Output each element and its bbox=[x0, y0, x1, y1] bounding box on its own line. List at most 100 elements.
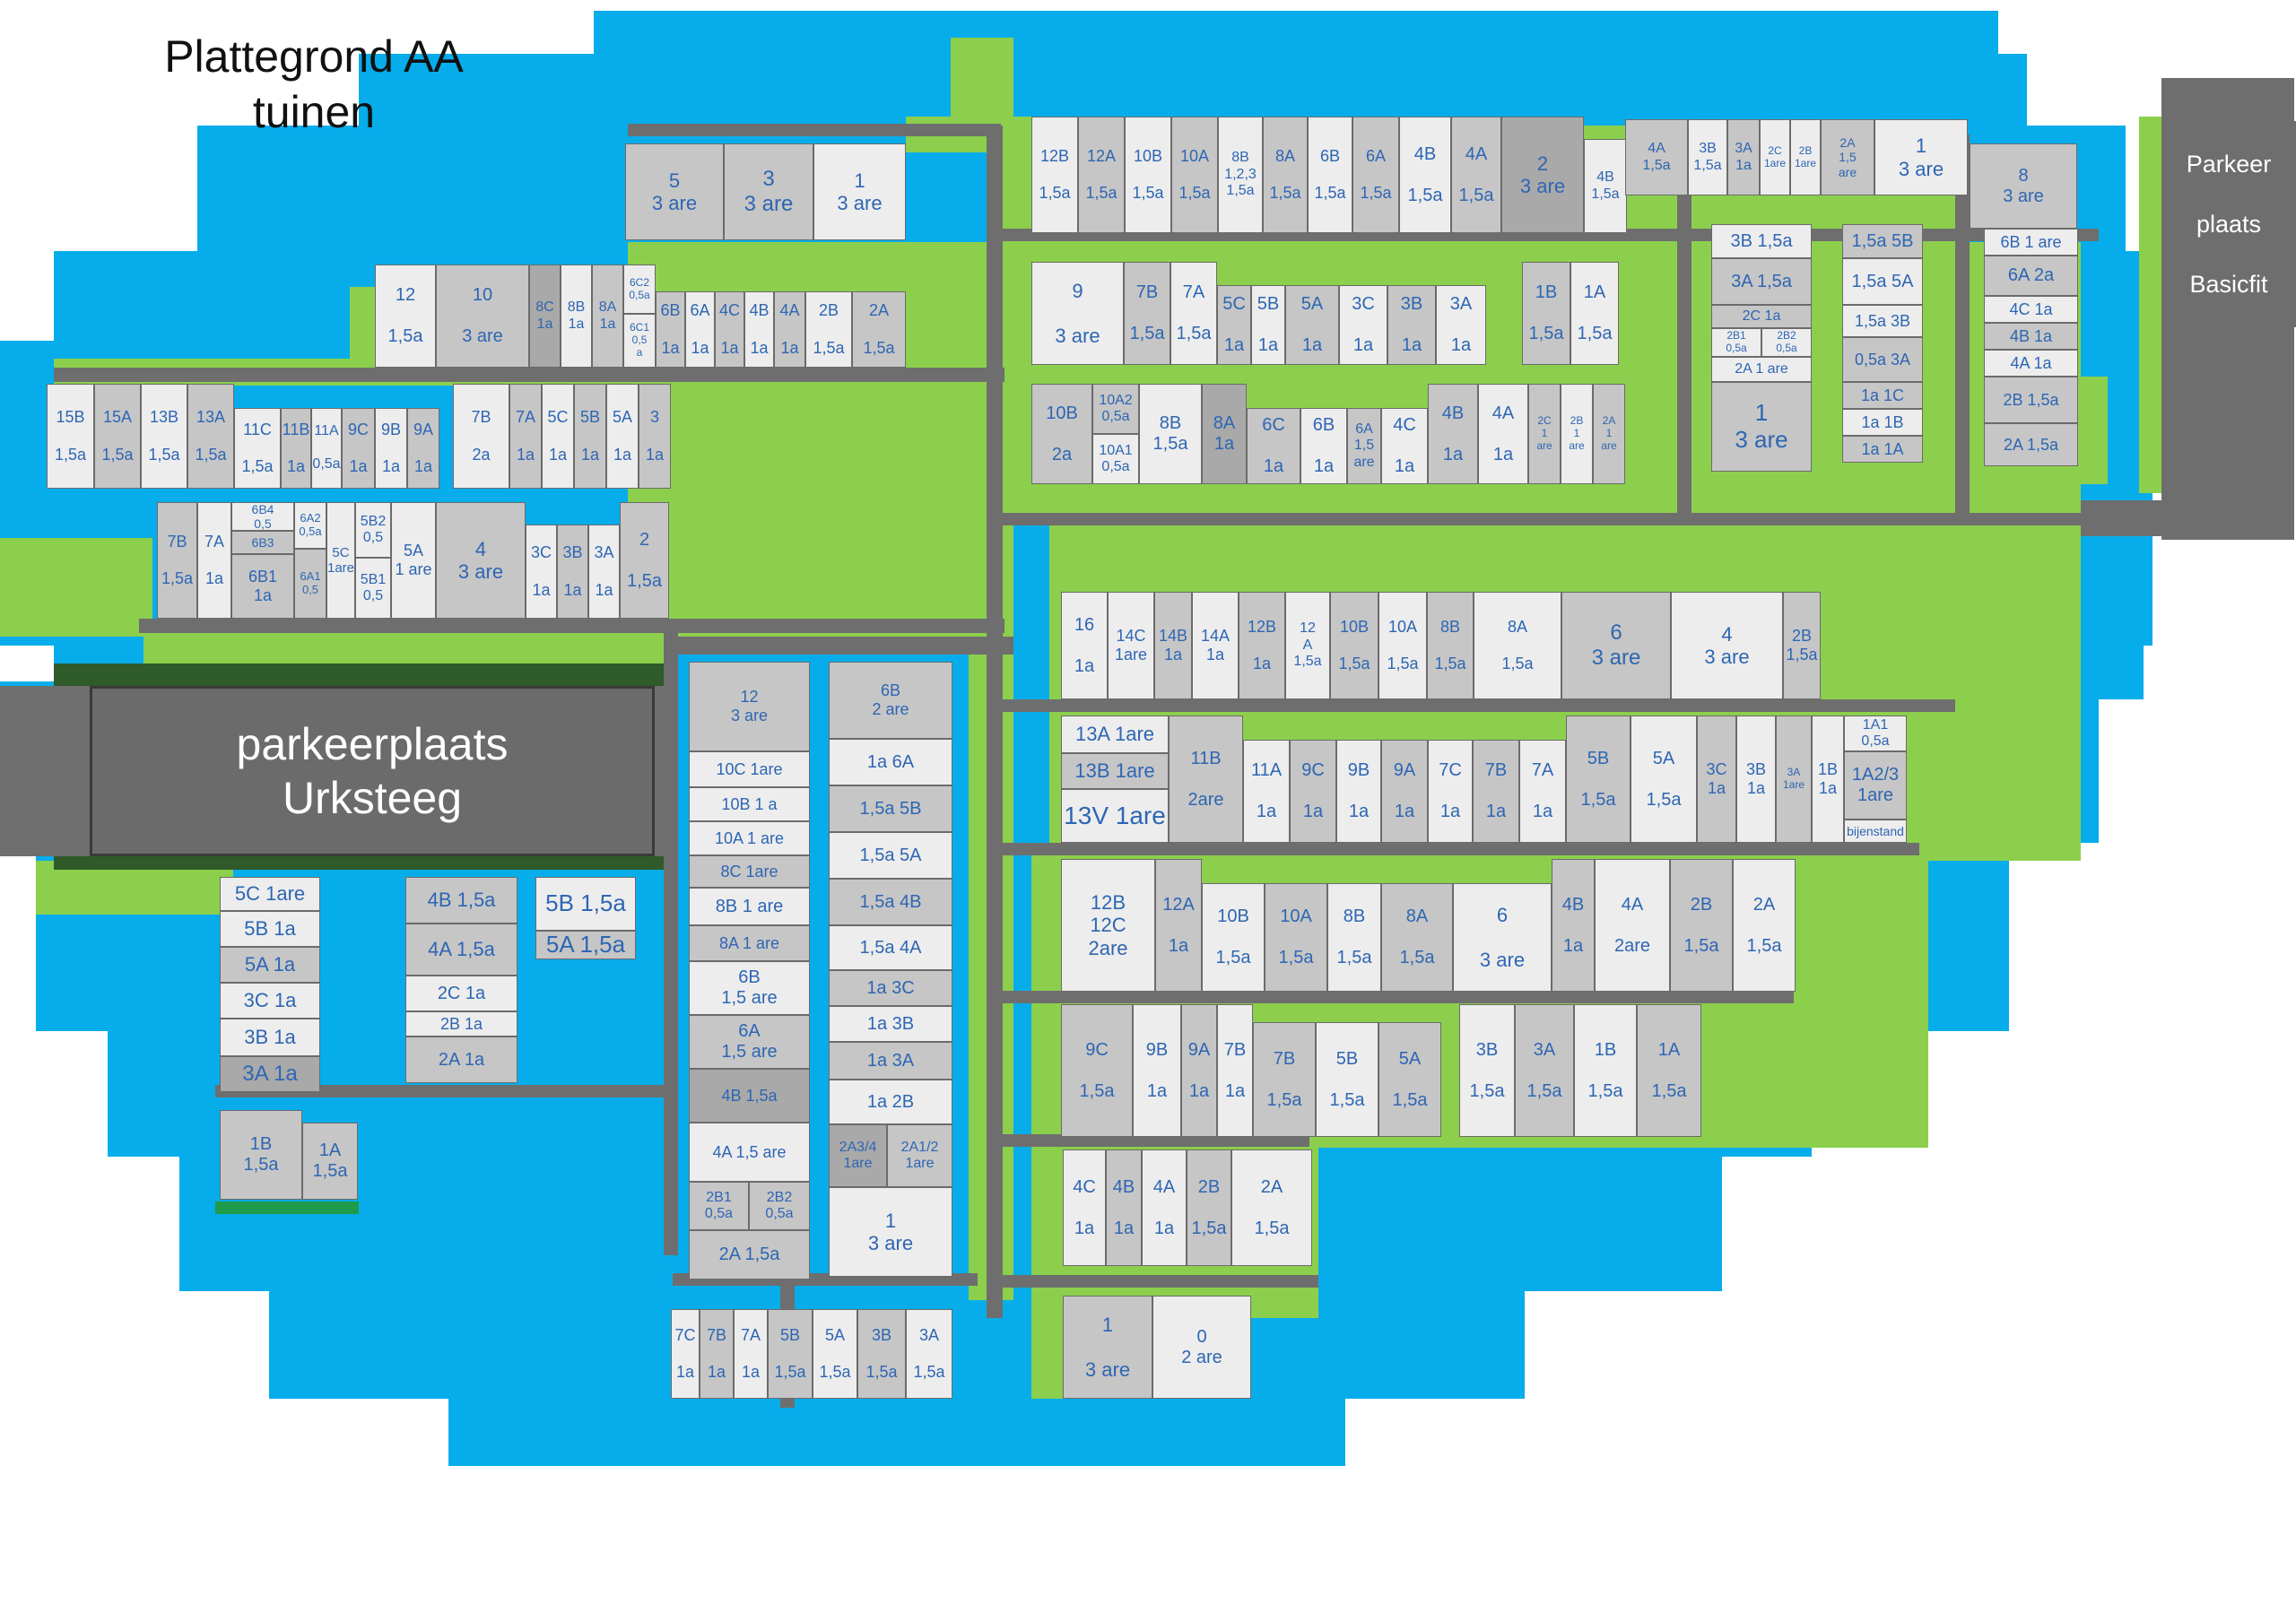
plot[interactable]: 2B 1,5a bbox=[1670, 859, 1733, 992]
plot[interactable]: 4C 1a bbox=[1984, 296, 2078, 323]
plot[interactable]: 12A 1a bbox=[1155, 859, 1202, 992]
plot[interactable]: 6B 1a bbox=[656, 291, 685, 368]
plot[interactable]: 2C 1a bbox=[1711, 305, 1812, 328]
plot[interactable]: 1,5a 3B bbox=[1842, 305, 1923, 337]
plot[interactable]: 10A2 0,5a bbox=[1092, 384, 1139, 434]
plot[interactable]: 3B 1,5a bbox=[1688, 119, 1727, 195]
plot[interactable]: 2 3 are bbox=[1501, 117, 1584, 233]
plot[interactable]: 5A 1a bbox=[606, 384, 639, 489]
plot[interactable]: 2A 1,5a bbox=[1231, 1149, 1312, 1266]
plot[interactable]: 1a 1C bbox=[1842, 382, 1923, 409]
plot[interactable]: 1a 3A bbox=[829, 1042, 952, 1080]
plot[interactable]: 6A 1,5 are bbox=[1347, 408, 1381, 484]
plot[interactable]: 4A 1a bbox=[1984, 350, 2078, 377]
plot[interactable]: 8B 1,5a bbox=[1139, 384, 1202, 484]
plot[interactable]: 5A 1 are bbox=[391, 502, 436, 619]
plot[interactable]: 7A 1a bbox=[1519, 740, 1566, 843]
plot[interactable]: 3B 1a bbox=[557, 525, 588, 619]
plot[interactable]: 3C 1a bbox=[1697, 716, 1736, 843]
plot[interactable]: 5C 1a bbox=[542, 384, 574, 489]
plot[interactable]: 4A 2are bbox=[1595, 859, 1670, 992]
plot[interactable]: 10B 1,5a bbox=[1330, 592, 1378, 699]
plot[interactable]: 2B 1,5a bbox=[1984, 377, 2078, 423]
plot[interactable]: 1 3 are bbox=[1711, 382, 1812, 472]
plot[interactable]: 12 A 1,5a bbox=[1285, 592, 1330, 699]
plot[interactable]: 2A3/4 1are bbox=[829, 1124, 887, 1187]
plot[interactable]: 5A 1a bbox=[220, 947, 320, 983]
plot[interactable]: 11B 1a bbox=[281, 408, 311, 489]
plot[interactable]: 7B 1a bbox=[1473, 740, 1519, 843]
plot[interactable]: 6B 1,5a bbox=[1308, 117, 1352, 233]
plot[interactable]: 3A 1a bbox=[1727, 119, 1760, 195]
plot[interactable]: 7C 1a bbox=[671, 1309, 700, 1399]
plot[interactable]: 1a 1A bbox=[1842, 436, 1923, 463]
plot[interactable]: 2A 1 are bbox=[1593, 384, 1625, 484]
plot[interactable]: 15A 1,5a bbox=[94, 384, 141, 489]
plot[interactable]: 5A 1,5a bbox=[535, 931, 636, 959]
plot[interactable]: 9C 1,5a bbox=[1061, 1004, 1133, 1137]
plot[interactable]: 2C 1a bbox=[405, 976, 517, 1011]
plot[interactable]: 5A 1,5a bbox=[1378, 1022, 1441, 1137]
plot[interactable]: 8 3 are bbox=[1970, 143, 2077, 229]
plot[interactable]: 12B 1a bbox=[1239, 592, 1285, 699]
plot[interactable]: 9A 1a bbox=[1181, 1004, 1217, 1137]
plot[interactable]: 0,5a 3A bbox=[1842, 337, 1923, 382]
plot[interactable]: 7B 1,5a bbox=[157, 502, 197, 619]
plot[interactable]: 1 3 are bbox=[1063, 1296, 1152, 1399]
plot[interactable]: 6A 1a bbox=[685, 291, 715, 368]
plot[interactable]: 6B1 1a bbox=[231, 554, 294, 619]
plot[interactable]: 1a 1B bbox=[1842, 409, 1923, 436]
plot[interactable]: 10B 2a bbox=[1031, 384, 1092, 484]
plot[interactable]: 7C 1a bbox=[1428, 740, 1473, 843]
plot[interactable]: 4C 1a bbox=[715, 291, 744, 368]
plot[interactable]: 4B 1a bbox=[744, 291, 774, 368]
plot[interactable]: 8B 1 are bbox=[689, 888, 810, 925]
plot[interactable]: 9 3 are bbox=[1031, 262, 1124, 365]
plot[interactable]: 0 2 are bbox=[1152, 1296, 1251, 1399]
plot[interactable]: 1,5a 5B bbox=[829, 785, 952, 832]
plot[interactable]: 8B 1a bbox=[561, 265, 592, 368]
plot[interactable]: 10A 1 are bbox=[689, 821, 810, 855]
plot[interactable]: 6C 1a bbox=[1247, 408, 1300, 484]
plot[interactable]: 1 3 are bbox=[813, 143, 906, 240]
plot[interactable]: 4C 1a bbox=[1381, 408, 1428, 484]
plot[interactable]: 5C 1a bbox=[1217, 285, 1251, 365]
plot[interactable]: 5A 1,5a bbox=[813, 1309, 857, 1399]
plot[interactable]: 10A1 0,5a bbox=[1092, 434, 1139, 484]
plot[interactable]: 6 3 are bbox=[1453, 883, 1552, 992]
plot[interactable]: 8A 1,5a bbox=[1263, 117, 1308, 233]
plot[interactable]: 6A1 0,5 bbox=[294, 549, 326, 619]
plot[interactable]: 6C2 0,5a bbox=[623, 265, 656, 314]
plot[interactable]: 2B2 0,5a bbox=[749, 1182, 810, 1230]
plot[interactable]: 7B 1,5a bbox=[1124, 262, 1170, 365]
plot[interactable]: 5B 1,5a bbox=[1566, 716, 1631, 843]
plot[interactable]: 3A 1a bbox=[588, 525, 620, 619]
plot[interactable]: 14B 1a bbox=[1154, 592, 1192, 699]
plot[interactable]: 2B 1are bbox=[1790, 119, 1821, 195]
plot[interactable]: 3A 1are bbox=[1776, 716, 1812, 843]
plot[interactable]: 11C 1,5a bbox=[234, 408, 281, 489]
plot[interactable]: 6A 1,5a bbox=[1352, 117, 1399, 233]
plot[interactable]: 4C 1a bbox=[1063, 1149, 1106, 1266]
plot[interactable]: 4B 1a bbox=[1552, 859, 1595, 992]
plot[interactable]: 2B 1a bbox=[405, 1011, 517, 1037]
plot[interactable]: 3C 1a bbox=[526, 525, 557, 619]
plot[interactable]: 10B 1 a bbox=[689, 787, 810, 821]
plot[interactable]: 3A 1a bbox=[220, 1056, 320, 1092]
plot[interactable]: 11A 0,5a bbox=[311, 408, 342, 489]
plot[interactable]: 1 3 are bbox=[1874, 119, 1968, 195]
plot[interactable]: 7A 1a bbox=[197, 502, 231, 619]
plot[interactable]: 2B 1,5a bbox=[1783, 592, 1821, 699]
plot[interactable]: 3A 1,5a bbox=[906, 1309, 952, 1399]
plot[interactable]: 1B 1,5a bbox=[1574, 1004, 1637, 1137]
plot[interactable]: 1,5a 5B bbox=[1842, 224, 1923, 258]
plot[interactable]: 8A 1a bbox=[1202, 384, 1247, 484]
plot[interactable]: 6A2 0,5a bbox=[294, 502, 326, 549]
plot[interactable]: 12B 1,5a bbox=[1031, 117, 1078, 233]
plot[interactable]: 5B 1,5a bbox=[768, 1309, 813, 1399]
plot[interactable]: 11B 2are bbox=[1169, 716, 1243, 843]
plot[interactable]: 1a 6A bbox=[829, 739, 952, 785]
plot[interactable]: 6B 1a bbox=[1300, 408, 1347, 484]
plot[interactable]: 5A 1a bbox=[1285, 285, 1339, 365]
plot[interactable]: 8B 1,5a bbox=[1327, 883, 1381, 992]
